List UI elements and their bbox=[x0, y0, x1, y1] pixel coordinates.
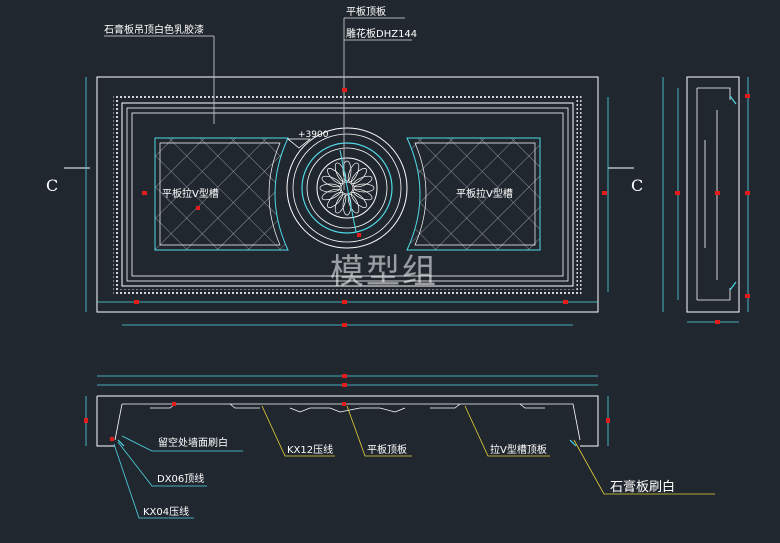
ceiling-note: 石膏板吊顶白色乳胶漆 bbox=[104, 23, 204, 36]
kx04-note: KX04压线 bbox=[143, 505, 189, 518]
plan-outer-frame bbox=[96, 76, 599, 313]
medallion-petal bbox=[334, 193, 347, 214]
right-v-groove-panel bbox=[406, 137, 541, 251]
medallion-petal bbox=[351, 168, 367, 184]
medallion-petal bbox=[351, 192, 367, 208]
elevation-mark: +3900 bbox=[286, 130, 329, 149]
side-section-view bbox=[662, 76, 750, 324]
medallion-petal bbox=[352, 175, 373, 188]
medallion-petal bbox=[342, 160, 352, 182]
kx12-note: KX12压线 bbox=[287, 443, 333, 456]
right-panel-label: 平板拉V型槽 bbox=[456, 187, 513, 200]
medallion-petal bbox=[352, 188, 373, 201]
medallion-petal bbox=[321, 175, 342, 188]
gypsum-note: 石膏板刷白 bbox=[610, 479, 675, 495]
front-section-view: 留空处墙面刷白 DX06顶线 KX04压线 KX12压线 平板顶板 拉V型槽顶板… bbox=[84, 374, 715, 519]
medallion-petal bbox=[347, 193, 360, 214]
wall-paint-note: 留空处墙面刷白 bbox=[158, 436, 228, 449]
medallion-petal bbox=[327, 168, 343, 184]
plan-molding-band bbox=[113, 94, 582, 295]
medallion-petal bbox=[321, 188, 342, 201]
flat-top-note: 平板顶板 bbox=[346, 5, 386, 18]
left-v-groove-panel bbox=[154, 137, 289, 251]
medallion-petal bbox=[319, 183, 341, 193]
medallion-petal bbox=[347, 162, 360, 183]
elevation-text: +3900 bbox=[298, 130, 329, 140]
medallion-petal bbox=[353, 183, 375, 193]
medallion-petal bbox=[327, 192, 343, 208]
carved-board-note: 雕花板DHZ144 bbox=[346, 27, 417, 40]
watermark: 模型组 bbox=[330, 252, 438, 292]
section-mark-right: C bbox=[631, 176, 643, 195]
plan-view: +3900 平板拉V型槽 平板拉V型槽 石膏板吊顶白色乳胶漆 平板顶板 雕花板D… bbox=[46, 5, 643, 327]
section-flat-top-note: 平板顶板 bbox=[367, 443, 407, 456]
center-medallion bbox=[286, 127, 408, 249]
v-groove-note: 拉V型槽顶板 bbox=[490, 443, 547, 456]
left-panel-label: 平板拉V型槽 bbox=[162, 187, 219, 200]
dx06-note: DX06顶线 bbox=[157, 472, 204, 485]
section-mark-left: C bbox=[46, 176, 58, 195]
